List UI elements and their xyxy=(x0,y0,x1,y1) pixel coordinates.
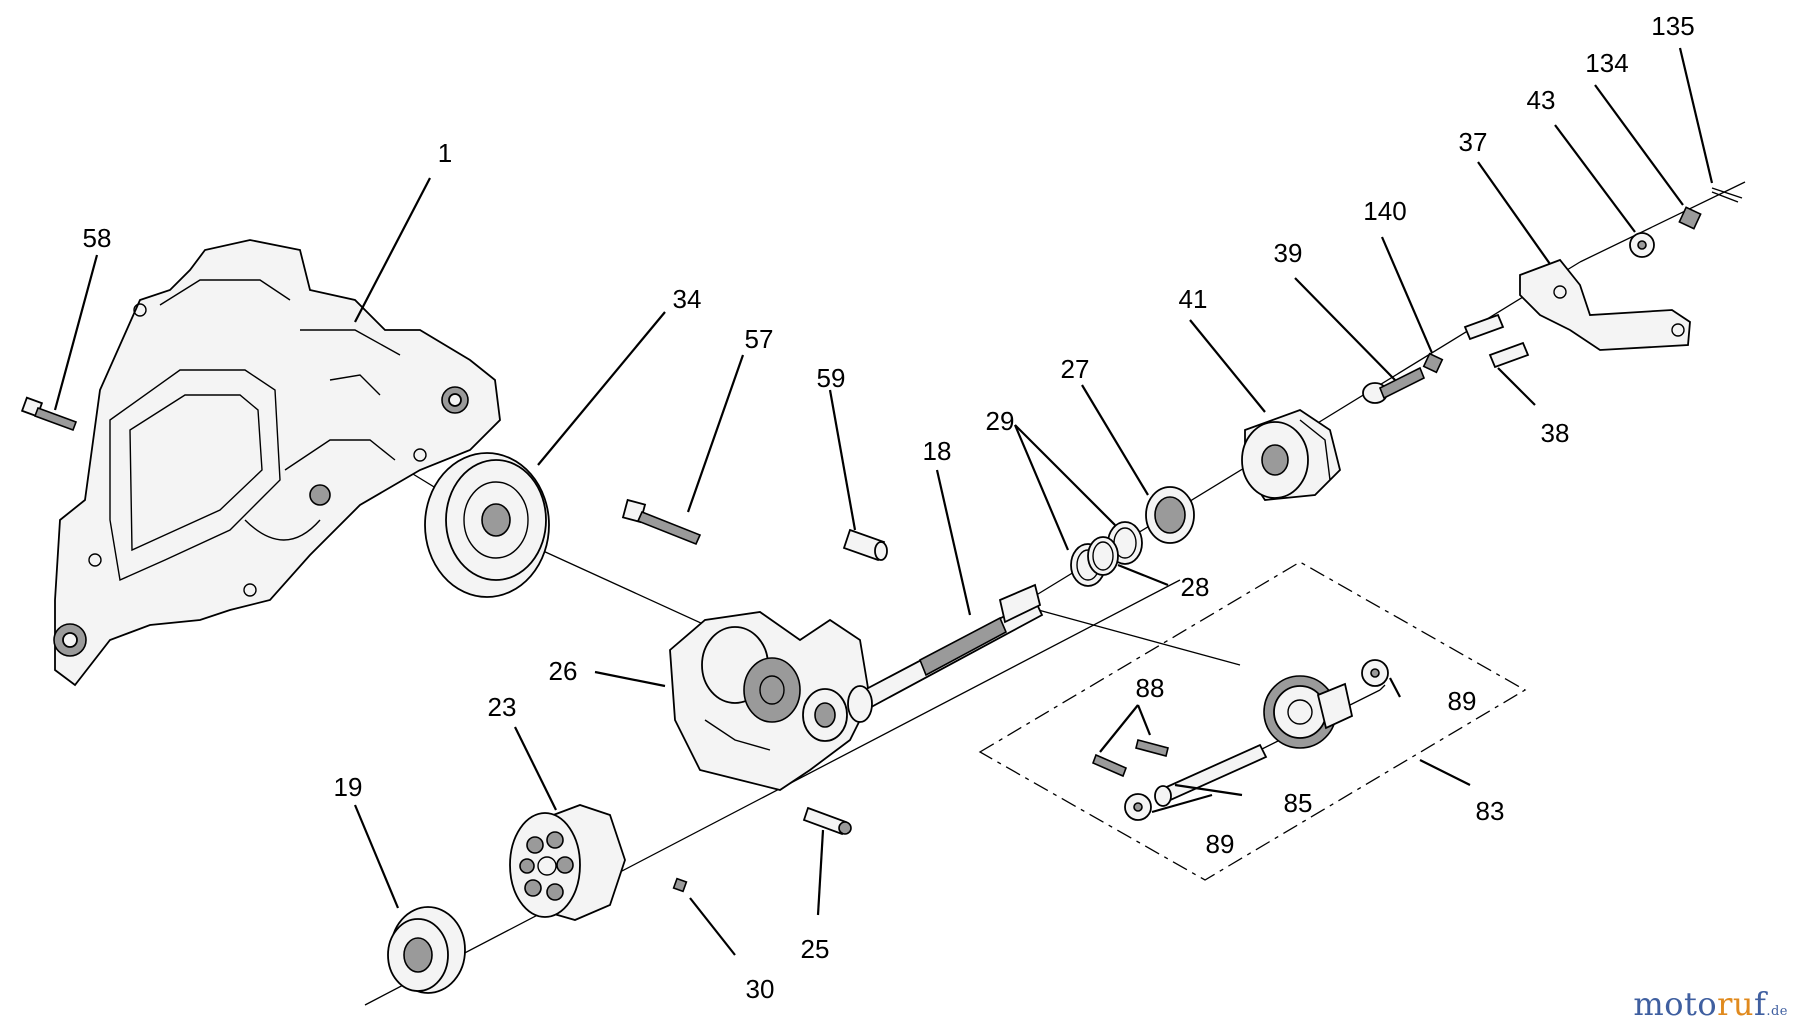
callout-88: 88 xyxy=(1136,673,1165,703)
cylinder-block-part-23 xyxy=(509,804,626,921)
washer-part-43 xyxy=(1629,232,1655,258)
callout-25: 25 xyxy=(801,934,830,964)
assembly-axis-lines xyxy=(364,181,1746,1006)
bearing-part-19 xyxy=(387,906,466,994)
center-section-part-26 xyxy=(669,611,871,791)
nut-part-134 xyxy=(1678,206,1702,230)
seal-part-27 xyxy=(1145,486,1195,544)
transmission-housing-part-1 xyxy=(53,239,501,687)
callout-85: 85 xyxy=(1284,788,1313,818)
gear xyxy=(1263,675,1354,749)
dowel-pins-part-38 xyxy=(1463,313,1530,369)
callout-89-lower: 89 xyxy=(1206,829,1235,859)
watermark-part-2: ru xyxy=(1717,985,1754,1023)
pin-part-39 xyxy=(1362,366,1426,404)
watermark-part-1: moto xyxy=(1633,985,1718,1023)
callout-41: 41 xyxy=(1179,284,1208,314)
callout-34: 34 xyxy=(673,284,702,314)
watermark-part-4: .de xyxy=(1766,1004,1788,1019)
callout-29: 29 xyxy=(986,406,1015,436)
leader-lines xyxy=(53,47,1714,956)
callout-19: 19 xyxy=(334,772,363,802)
callout-135: 135 xyxy=(1651,11,1694,41)
callout-1: 1 xyxy=(438,138,452,168)
bracket-part-37 xyxy=(1519,258,1691,351)
callout-26: 26 xyxy=(549,656,578,686)
callout-28: 28 xyxy=(1181,572,1210,602)
bolt-part-57 xyxy=(621,498,702,546)
pin-part-59 xyxy=(842,528,888,562)
callout-134: 134 xyxy=(1585,48,1628,78)
callout-38: 38 xyxy=(1541,418,1570,448)
pulley-part-34 xyxy=(424,452,550,598)
bolt-part-58 xyxy=(20,396,78,432)
gear-subassembly-box-part-83 xyxy=(978,561,1527,881)
callout-140: 140 xyxy=(1363,196,1406,226)
washers-part-89 xyxy=(1124,659,1389,821)
ring-part-28 xyxy=(1087,536,1119,576)
callout-labels: 1 58 34 57 59 18 29 27 41 39 140 37 43 1… xyxy=(83,11,1695,1004)
brake-disc-part-41 xyxy=(1241,408,1341,501)
callout-23: 23 xyxy=(488,692,517,722)
key-part-30 xyxy=(672,877,688,893)
watermark-logo: motoruf.de xyxy=(1633,985,1788,1023)
callout-37: 37 xyxy=(1459,127,1488,157)
callout-18: 18 xyxy=(923,436,952,466)
callout-58: 58 xyxy=(83,223,112,253)
callout-27: 27 xyxy=(1061,354,1090,384)
shaft-part-85 xyxy=(1154,743,1268,807)
callout-89-upper: 89 xyxy=(1448,686,1477,716)
shaft-part-18 xyxy=(847,583,1044,723)
callout-43: 43 xyxy=(1527,85,1556,115)
cotter-pin-part-135 xyxy=(1711,187,1743,203)
fitting-part-25 xyxy=(802,806,852,836)
callout-57: 57 xyxy=(745,324,774,354)
nut-part-140 xyxy=(1422,352,1444,374)
callout-30: 30 xyxy=(746,974,775,1004)
callout-59: 59 xyxy=(817,363,846,393)
callout-39: 39 xyxy=(1274,238,1303,268)
watermark-part-3: f xyxy=(1754,985,1767,1023)
bolts-part-88 xyxy=(1091,739,1169,778)
callout-83: 83 xyxy=(1476,796,1505,826)
